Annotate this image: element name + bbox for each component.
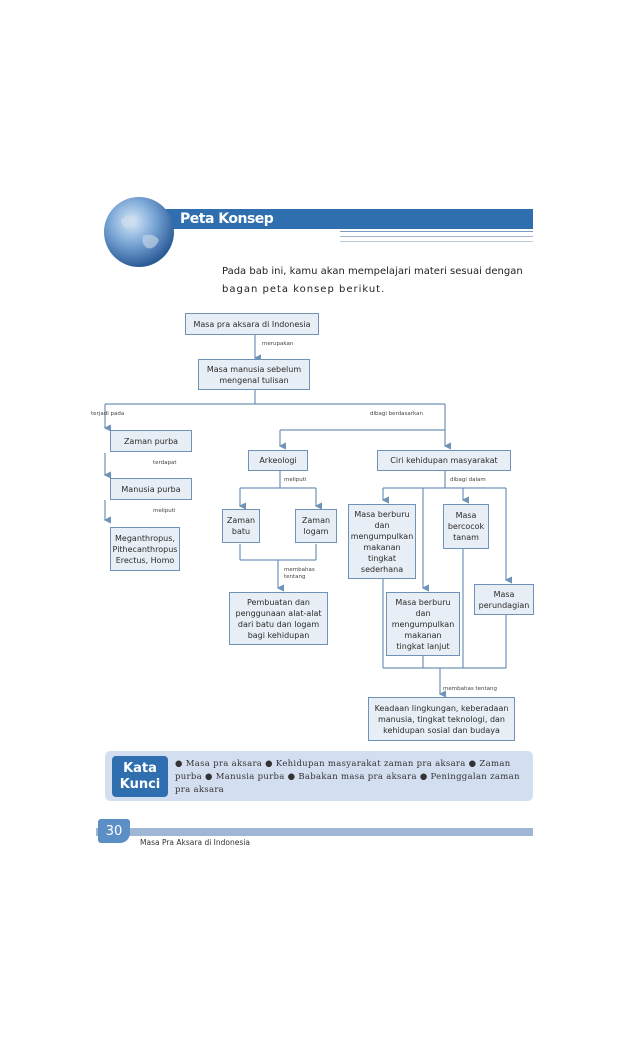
link-dibagi-dalam: dibagi dalam: [450, 477, 486, 483]
before-writing-box: Masa manusia sebelum mengenal tulisan: [198, 359, 310, 390]
intro-line-2: bagan peta konsep berikut.: [222, 284, 386, 295]
link-terjadi-pada: terjadi pada: [91, 411, 125, 417]
manusia-purba-box: Manusia purba: [110, 478, 192, 500]
link-membahas-tentang-2: membahas tentang: [443, 686, 497, 692]
link-membahas-tentang-1: membahas tentang: [284, 567, 315, 580]
kata-kunci-badge: Kata Kunci: [112, 756, 168, 797]
kata-kunci-text: ● Masa pra aksara ● Kehidupan masyarakat…: [175, 759, 520, 795]
zaman-batu-box: Zaman batu: [222, 509, 260, 543]
zaman-logam-box: Zaman logam: [295, 509, 337, 543]
header-rule-1: [340, 231, 533, 232]
species-box: Meganthropus, Pithecanthropus Erectus, H…: [110, 527, 180, 571]
link-dibagi-berdasarkan: dibagi berdasarkan: [370, 411, 423, 417]
arkeologi-box: Arkeologi: [248, 450, 308, 471]
link-terdapat: terdapat: [153, 460, 177, 466]
kata-kunci-badge-line-1: Kata: [123, 760, 157, 776]
page-title: Peta Konsep: [180, 211, 274, 227]
link-meliputi-1: meliputi: [153, 508, 176, 514]
intro-line-1: Pada bab ini, kamu akan mempelajari mate…: [222, 266, 523, 277]
kata-kunci-badge-line-2: Kunci: [119, 776, 161, 792]
keadaan-box: Keadaan lingkungan, keberadaan manusia, …: [368, 697, 515, 741]
zaman-purba-box: Zaman purba: [110, 430, 192, 452]
link-meliputi-2: meliputi: [284, 477, 307, 483]
header-band: [132, 209, 533, 229]
header-rule-2: [340, 236, 533, 237]
pembuatan-box: Pembuatan dan penggunaan alat-alat dari …: [229, 592, 328, 645]
link-merupakan: merupakan: [262, 341, 294, 347]
page-number-badge: 30: [98, 819, 130, 843]
globe-icon: [103, 196, 175, 268]
berburu-sederhana-box: Masa berburu dan mengumpulkan makanan ti…: [348, 504, 416, 579]
header-rule-3: [340, 241, 533, 242]
bercocok-tanam-box: Masa bercocok tanam: [443, 504, 489, 549]
perundagian-box: Masa perundagian: [474, 584, 534, 615]
footer-band: [96, 828, 533, 836]
page-number: 30: [105, 823, 123, 839]
berburu-lanjut-box: Masa berburu dan mengumpulkan makanan ti…: [386, 592, 460, 656]
root-concept-box: Masa pra aksara di Indonesia: [185, 313, 319, 335]
ciri-box: Ciri kehidupan masyarakat: [377, 450, 511, 471]
running-title: Masa Pra Aksara di Indonesia: [140, 838, 250, 847]
kata-kunci-panel: [105, 751, 533, 801]
